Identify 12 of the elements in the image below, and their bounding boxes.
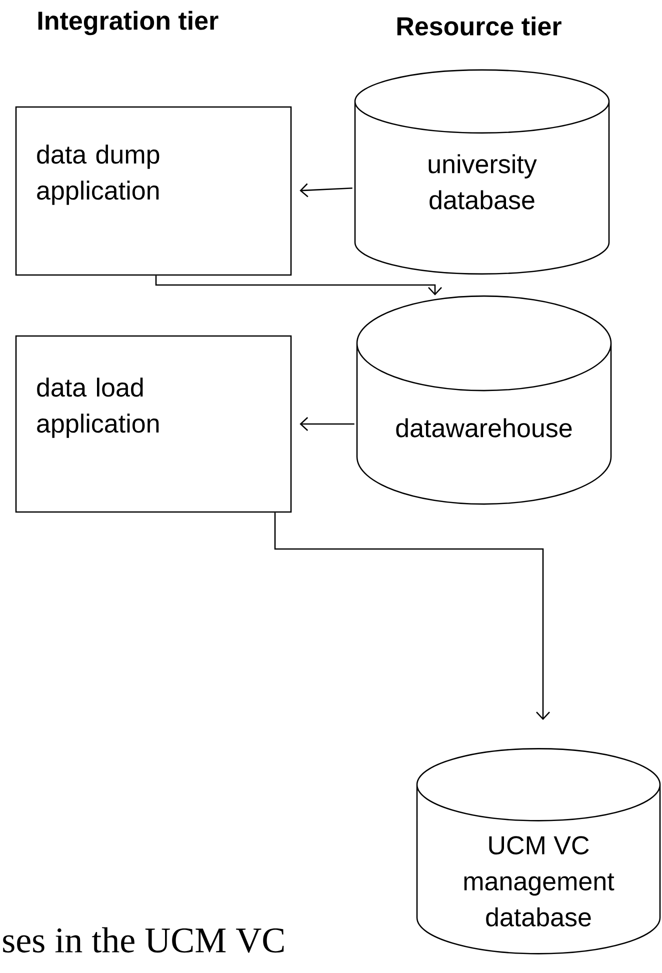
database-cylinder: UCM VC management database: [416, 748, 661, 954]
arrow: [300, 417, 354, 431]
process-box: data dump application: [15, 106, 292, 276]
arrow: [300, 183, 352, 198]
database-cylinder: datawarehouse: [356, 295, 612, 505]
process-box: data load application: [15, 335, 292, 513]
tier-heading: Integration tier: [38, 10, 218, 36]
arrow: [274, 512, 550, 720]
text-fragment: ses in the UCM VC: [3, 927, 284, 953]
tier-heading: Resource tier: [397, 16, 562, 36]
database-cylinder: university database: [354, 69, 610, 275]
arrow: [155, 276, 442, 296]
